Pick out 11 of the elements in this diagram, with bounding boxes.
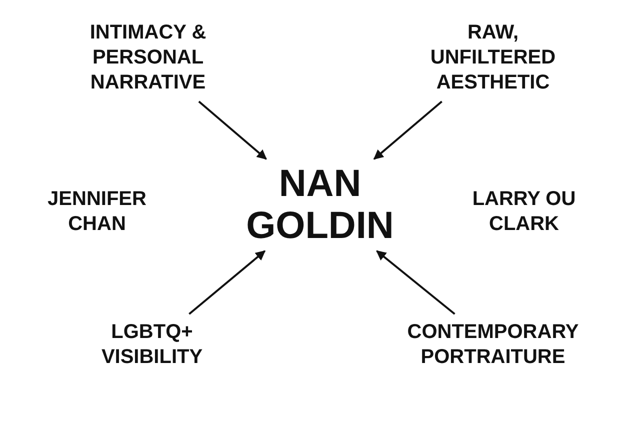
arrow <box>373 100 442 160</box>
theme-label: LARRY OU CLARK <box>471 187 577 237</box>
theme-label: RAW, UNFILTERED AESTHETIC <box>429 20 557 96</box>
arrow <box>376 250 456 315</box>
arrow <box>188 250 266 315</box>
theme-label: CONTEMPORARY PORTRAITURE <box>406 320 580 370</box>
central-title: NAN GOLDIN <box>245 163 395 247</box>
arrow <box>198 100 267 160</box>
theme-label: LGBTQ+ VISIBILITY <box>100 320 204 370</box>
theme-label: INTIMACY & PERSONAL NARRATIVE <box>88 20 208 96</box>
theme-label: JENNIFER CHAN <box>46 187 148 237</box>
